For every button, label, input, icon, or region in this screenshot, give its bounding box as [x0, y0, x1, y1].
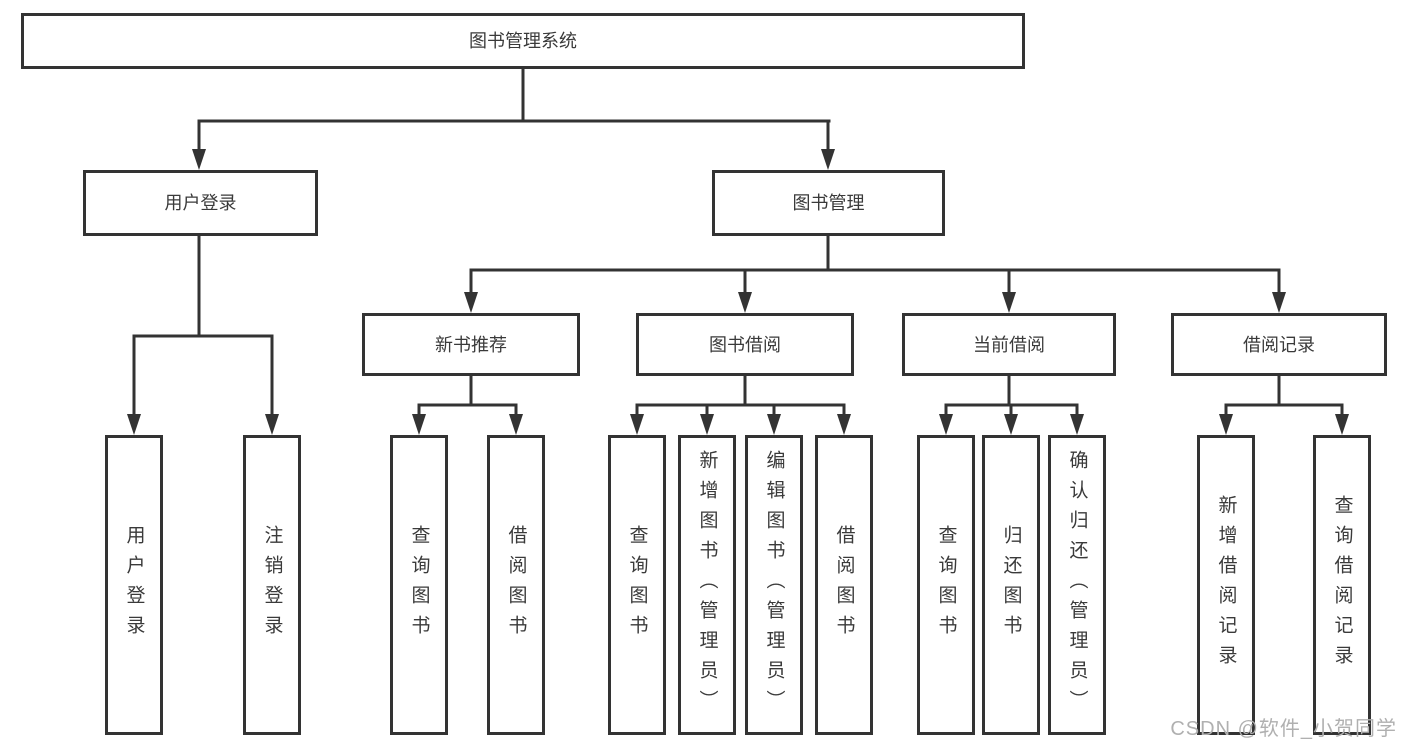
leaf-logout: 注销登录: [243, 435, 301, 735]
leaf-bb-edit-books-label: 编辑图书（管理员）: [763, 450, 785, 720]
leaf-bb-query-books-label: 查询图书: [626, 525, 648, 645]
leaf-cb-query-books: 查询图书: [917, 435, 975, 735]
node-borrow-records: 借阅记录: [1171, 313, 1387, 376]
node-current-borrow-label: 当前借阅: [973, 334, 1045, 355]
leaf-rec-query-books: 查询图书: [390, 435, 448, 735]
node-new-book-recommend: 新书推荐: [362, 313, 580, 376]
node-book-borrow: 图书借阅: [636, 313, 854, 376]
node-user-login: 用户登录: [83, 170, 318, 236]
leaf-cb-confirm-return: 确认归还（管理员）: [1048, 435, 1106, 735]
leaf-br-query-record: 查询借阅记录: [1313, 435, 1371, 735]
leaf-bb-add-books-label: 新增图书（管理员）: [696, 450, 718, 720]
node-root-label: 图书管理系统: [469, 31, 577, 51]
leaf-logout-label: 注销登录: [261, 525, 283, 645]
node-user-login-label: 用户登录: [164, 193, 237, 213]
leaf-rec-query-books-label: 查询图书: [408, 525, 430, 645]
leaf-br-add-record: 新增借阅记录: [1197, 435, 1255, 735]
leaf-br-add-record-label: 新增借阅记录: [1215, 495, 1237, 675]
node-book-management: 图书管理: [712, 170, 945, 236]
leaf-user-login: 用户登录: [105, 435, 163, 735]
node-book-borrow-label: 图书借阅: [709, 334, 781, 355]
leaf-cb-query-books-label: 查询图书: [935, 525, 957, 645]
node-book-management-label: 图书管理: [792, 193, 865, 213]
leaf-bb-borrow-books-label: 借阅图书: [833, 525, 855, 645]
leaf-cb-return-books-label: 归还图书: [1000, 525, 1022, 645]
node-new-book-recommend-label: 新书推荐: [435, 334, 507, 355]
leaf-bb-borrow-books: 借阅图书: [815, 435, 873, 735]
leaf-bb-query-books: 查询图书: [608, 435, 666, 735]
leaf-rec-borrow-books-label: 借阅图书: [505, 525, 527, 645]
leaf-br-query-record-label: 查询借阅记录: [1331, 495, 1353, 675]
watermark: CSDN @软件_小贺同学: [1170, 718, 1397, 740]
node-root: 图书管理系统: [21, 13, 1025, 69]
node-borrow-records-label: 借阅记录: [1243, 334, 1315, 355]
leaf-cb-return-books: 归还图书: [982, 435, 1040, 735]
leaf-rec-borrow-books: 借阅图书: [487, 435, 545, 735]
leaf-cb-confirm-return-label: 确认归还（管理员）: [1066, 450, 1088, 720]
leaf-bb-edit-books: 编辑图书（管理员）: [745, 435, 803, 735]
node-current-borrow: 当前借阅: [902, 313, 1116, 376]
leaf-user-login-label: 用户登录: [123, 525, 145, 645]
leaf-bb-add-books: 新增图书（管理员）: [678, 435, 736, 735]
